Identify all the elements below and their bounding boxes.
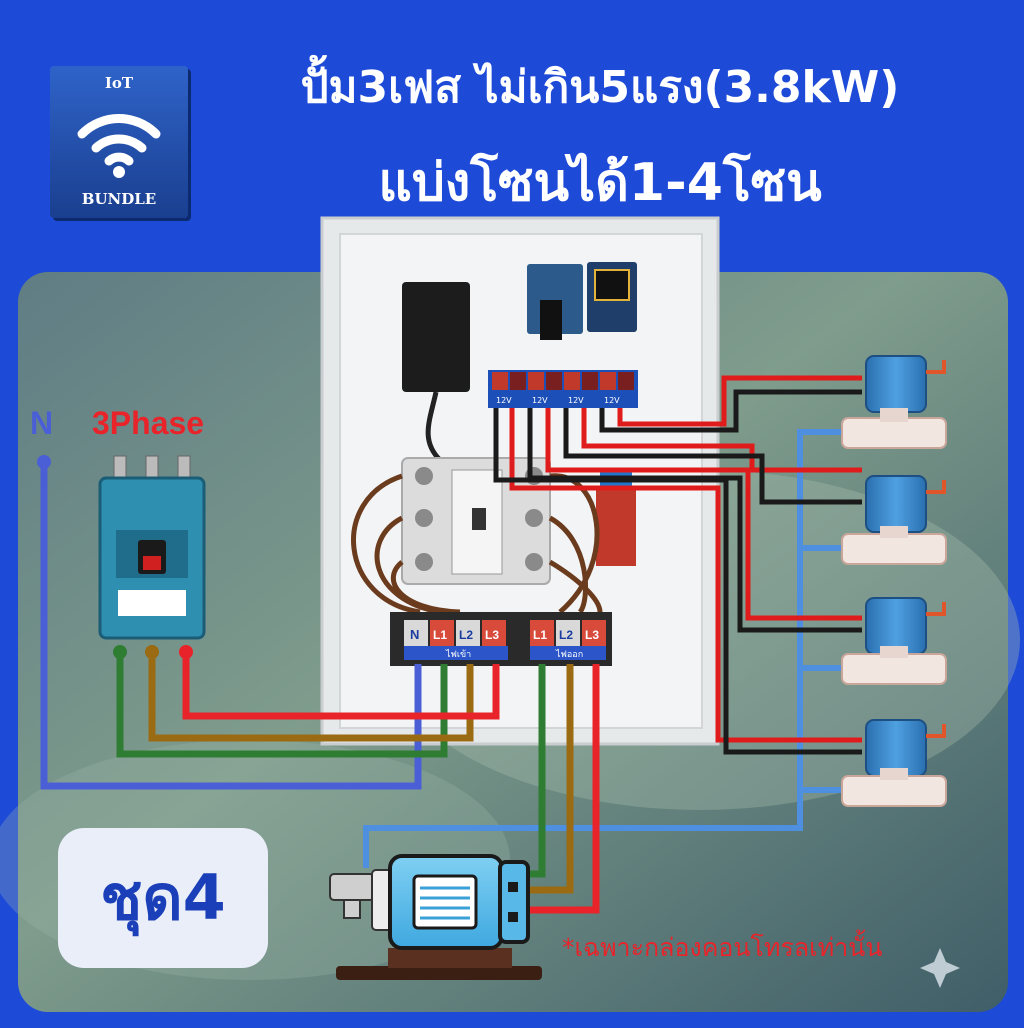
terminal-n: N — [410, 627, 419, 642]
terminal-l3-in: L3 — [485, 628, 499, 642]
contactor-window — [472, 508, 486, 530]
output-caption: ไฟออก — [555, 649, 583, 660]
dc-label-4: 12V — [604, 396, 620, 405]
power-adapter — [402, 282, 470, 392]
solenoid-valve-4 — [841, 719, 947, 807]
title-line-1: ปั้ม3เฟส ไม่เกิน5แรง(3.8kW) — [300, 62, 900, 113]
terminal-l3-out: L3 — [585, 628, 599, 642]
circuit-breaker — [98, 455, 206, 659]
water-pipe — [363, 429, 842, 868]
pump-motor — [329, 854, 542, 980]
input-caption-bar — [404, 646, 508, 660]
dc-label-3: 12V — [568, 396, 584, 405]
logo-bottom-text: BUNDLE — [81, 190, 157, 208]
terminal-l2-out: L2 — [559, 628, 573, 642]
dc-label-2: 12V — [532, 396, 548, 405]
dc-jack — [540, 300, 562, 340]
relay-module — [596, 486, 636, 566]
input-caption: ไฟเข้า — [445, 649, 471, 660]
l2-motor-wire — [520, 664, 574, 894]
output-caption-bar — [530, 646, 606, 660]
dc-red-wires — [509, 375, 862, 743]
neutral-wire — [40, 462, 422, 790]
three-phase-label: 3Phase — [92, 405, 205, 441]
logo-top-text: IoT — [104, 74, 134, 92]
dc-block-labels: 12V 12V 12V 12V — [496, 396, 620, 405]
l1-supply-wire — [116, 652, 448, 758]
wifi-icon — [77, 114, 161, 178]
sparkle-icon — [920, 948, 960, 988]
footnote: *เฉพาะกล่องคอนโทรลเท่านั้น — [562, 933, 883, 962]
terminal-l1-out: L1 — [533, 628, 547, 642]
dc-terminals — [492, 372, 634, 390]
adapter-cable — [425, 391, 442, 462]
l3-supply-wire — [182, 652, 500, 720]
set-badge: ชุด4 — [58, 828, 268, 968]
oled-screen — [594, 269, 630, 301]
terminal-l2-in: L2 — [459, 628, 473, 642]
solenoid-valve-1 — [841, 355, 947, 449]
dc-black-wires — [493, 389, 862, 755]
neutral-label: N — [30, 405, 54, 441]
terminal-l1-in: L1 — [433, 628, 447, 642]
l2-supply-wire — [148, 652, 474, 742]
title-line-2: แบ่งโซนได้1-4โซน — [378, 153, 822, 213]
iot-bundle-logo: IoT BUNDLE — [50, 66, 188, 218]
neutral-terminal — [37, 455, 51, 469]
l3-motor-wire — [520, 664, 600, 914]
solenoid-valve-3 — [841, 597, 947, 685]
terminal-labels: N L1 L2 L3 L1 L2 L3 — [404, 620, 606, 646]
solenoid-valve-2 — [841, 475, 947, 565]
dc-label-1: 12V — [496, 396, 512, 405]
